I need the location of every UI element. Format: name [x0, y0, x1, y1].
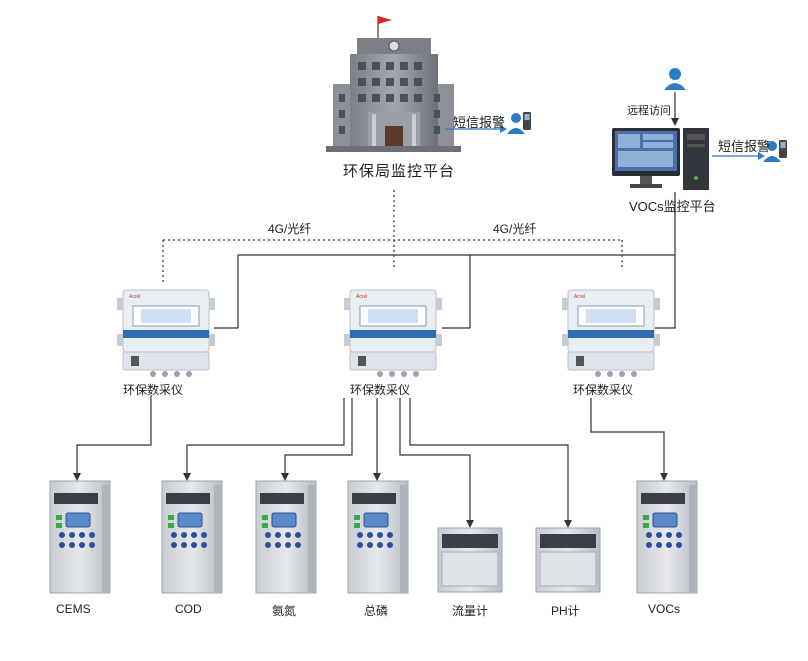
epb-sms-label: 短信报警: [453, 115, 506, 130]
arrow-cod: [183, 473, 191, 481]
arrow-vocs: [660, 473, 668, 481]
cabinet-cems: [49, 480, 111, 594]
instrument-cabinets: [49, 480, 698, 594]
arrow-ph: [564, 520, 572, 528]
svg-text:Acrel: Acrel: [574, 294, 585, 300]
cabinet-cod: [161, 480, 223, 594]
cabinet-vocs: [636, 480, 698, 594]
solid-link-vocs: [214, 192, 676, 329]
user-icon: [511, 113, 521, 123]
remote-access-label: 远程访问: [627, 105, 671, 117]
link-label-right: 4G/光纤: [493, 222, 537, 236]
collector-label-2: 环保数采仪: [350, 383, 411, 397]
device-label-phosphorus: 总磷: [364, 604, 389, 618]
link-collector2-cod: [186, 398, 345, 473]
epb-sms-alert: [445, 112, 531, 134]
svg-text:Acrel: Acrel: [356, 294, 367, 300]
device-label-ph: PH计: [551, 604, 580, 618]
vocs-platform-title: VOCs监控平台: [629, 199, 716, 214]
link-label-left: 4G/光纤: [268, 222, 312, 236]
vocs-sms-alert: [712, 140, 787, 162]
connection-lines: [76, 92, 676, 520]
instrument-ph: [535, 527, 601, 593]
device-label-cems: CEMS: [56, 602, 91, 616]
cabinet-phosphorus: [347, 480, 409, 594]
data-collector-3: Acrel: [562, 289, 660, 377]
device-label-flowmeter: 流量计: [452, 604, 489, 618]
arrow-cems: [73, 473, 81, 481]
link-collector2-flow: [399, 398, 471, 520]
arrow-remote: [671, 118, 679, 126]
collector-label-3: 环保数采仪: [573, 383, 634, 397]
link-collector2-ph: [409, 398, 569, 520]
data-collector-2: Acrel: [344, 289, 442, 377]
link-collector2-ammonia: [284, 398, 353, 473]
epb-building: [326, 16, 461, 152]
flag: [378, 16, 392, 24]
arrow-phosphorus: [373, 473, 381, 481]
device-label-ammonia: 氨氮: [272, 604, 297, 618]
svg-text:Acrel: Acrel: [129, 294, 140, 300]
device-label-cod: COD: [175, 602, 202, 616]
arrow-ammonia: [281, 473, 289, 481]
data-collector-1: Acrel: [117, 289, 215, 377]
epb-platform-title: 环保局监控平台: [343, 163, 456, 180]
arrow-flow: [466, 520, 474, 528]
link-collector1-cems: [76, 395, 152, 473]
remote-user-icon: [664, 68, 686, 90]
collector-label-1: 环保数采仪: [123, 383, 184, 397]
vocs-computer: [612, 128, 709, 190]
instrument-flowmeter: [437, 527, 503, 593]
dotted-link-epb: [162, 190, 623, 285]
vocs-sms-label: 短信报警: [718, 139, 771, 154]
cabinet-ammonia: [255, 480, 317, 594]
link-collector3-vocs: [590, 398, 665, 473]
arrowheads: [73, 118, 679, 528]
device-label-vocs: VOCs: [648, 602, 681, 616]
